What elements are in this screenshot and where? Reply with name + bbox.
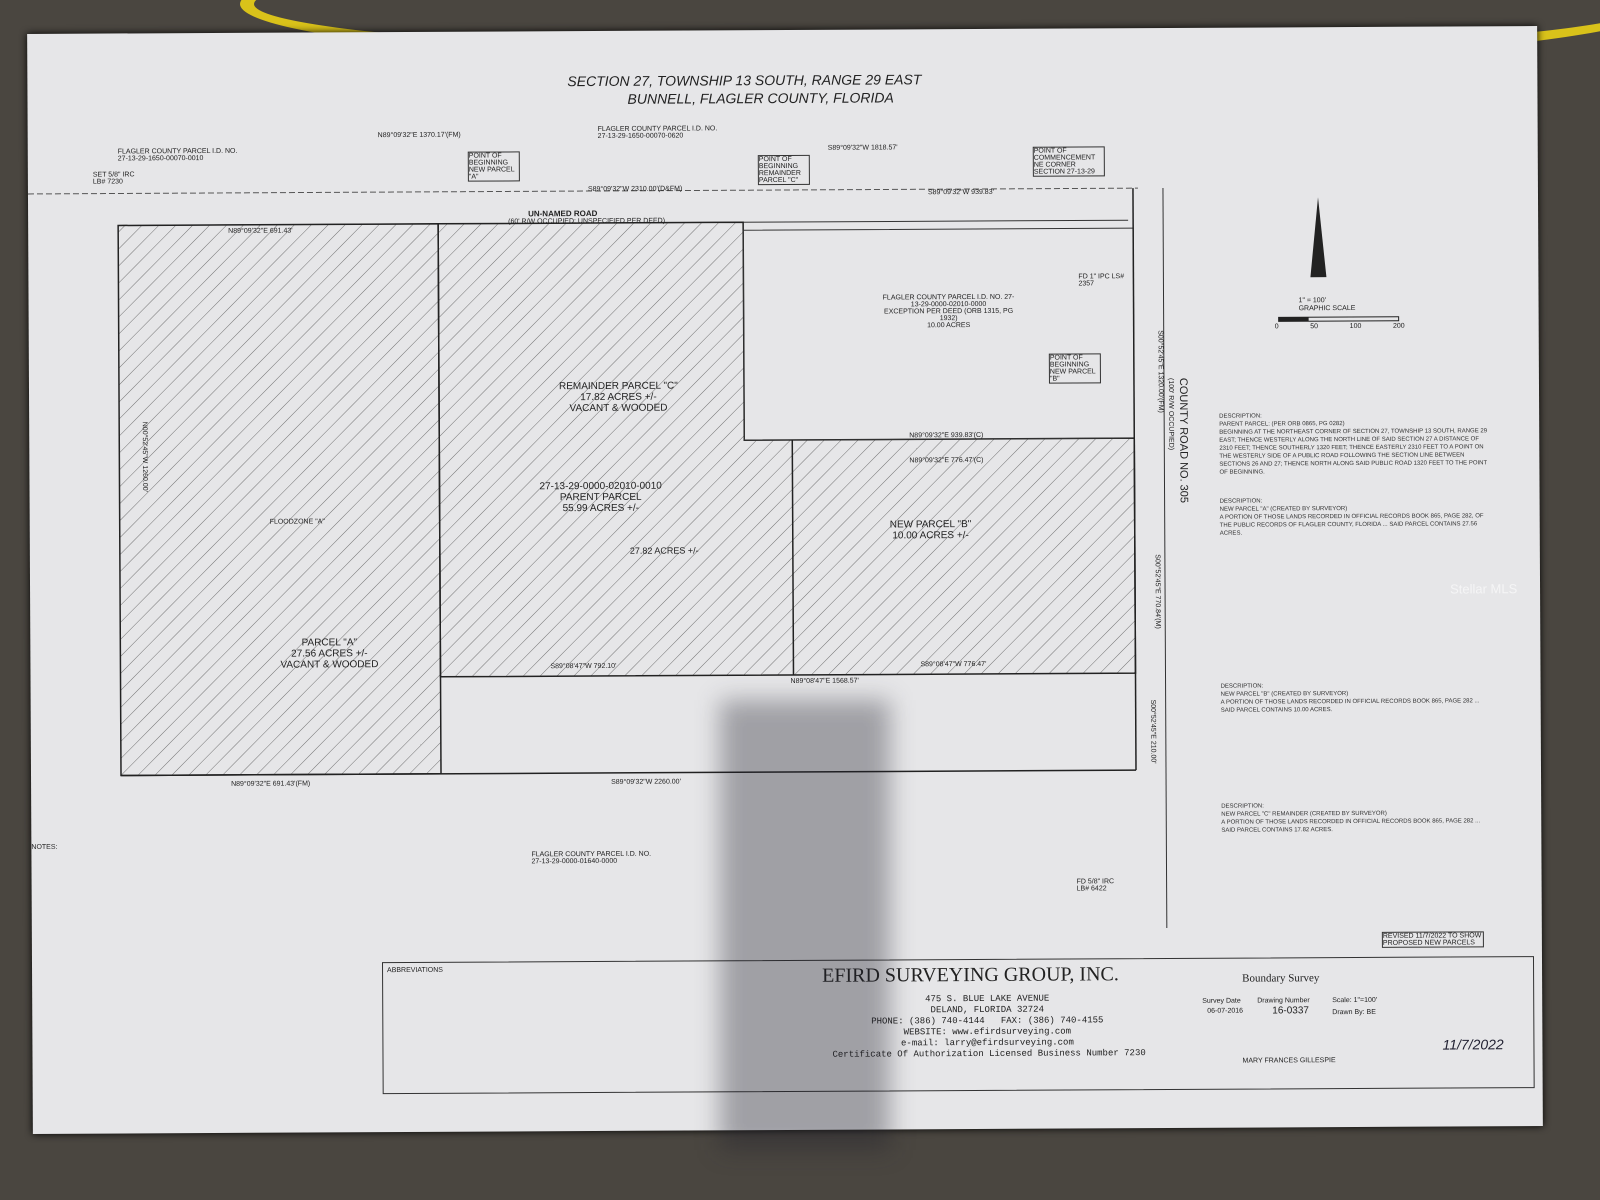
parcel-a [117, 223, 442, 777]
date-label: Survey Date [1202, 997, 1241, 1005]
north-arrow-icon [1310, 197, 1327, 278]
parent-remainder [437, 221, 1137, 678]
signature: 11/7/2022 [1442, 1036, 1504, 1053]
exception-label: FLAGLER COUNTY PARCEL I.D. NO. 27-13-29-… [882, 293, 1015, 330]
bearing: N89°08'47"E 1568.57' [790, 677, 859, 685]
description-parcel-c: DESCRIPTION:NEW PARCEL "C" REMAINDER (CR… [1221, 803, 1481, 834]
pob-a: POINT OF BEGINNING NEW PARCEL "A" [467, 151, 520, 182]
parcel-b-label: NEW PARCEL "B"10.00 ACRES +/- [889, 519, 972, 542]
bearing: S89°09'32"W 1818.57' [827, 144, 898, 152]
county-road-label: COUNTY ROAD NO. 305 [1176, 377, 1190, 504]
bearing: S89°09'32"W 2310.00'(D&FM) [587, 185, 683, 194]
description-parcel-a: DESCRIPTION:NEW PARCEL "A" (CREATED BY S… [1219, 498, 1484, 537]
parcel-a-label: PARCEL "A"27.56 ACRES +/-VACANT & WOODED [280, 637, 379, 671]
pob-b: POINT OF BEGINNING NEW PARCEL "B" [1048, 353, 1101, 384]
county-road-sub: (100' R/W OCCUPIED) [1166, 377, 1175, 451]
monument: SET 5/8" IRC LB# 7230 [92, 171, 135, 186]
drawn-label: Drawn By: [1332, 1008, 1365, 1017]
bearing: S89°08'47"W 792.10' [550, 662, 617, 671]
bearing: N89°09'32"E 691.43'(FM) [231, 780, 311, 788]
bearing: S89°08'47"W 776.47' [920, 660, 987, 669]
survey-sheet: SECTION 27, TOWNSHIP 13 SOUTH, RANGE 29 … [27, 26, 1543, 1134]
section-line [27, 187, 1138, 195]
bearing: S00°52'45"E 770.84'(M) [1153, 554, 1162, 629]
revision-note: REVISED 11/7/2022 TO SHOW PROPOSED NEW P… [1381, 931, 1484, 948]
bearing: N00°52'45"W 1260.00' [140, 421, 149, 492]
client-name: MARY FRANCES GILLESPIE [1242, 1057, 1336, 1065]
drawn-by: BE [1366, 1008, 1376, 1016]
notes-heading: NOTES: [31, 843, 58, 851]
drawn-field: Drawn By: BE [1332, 1009, 1376, 1016]
flagler-bottom: FLAGLER COUNTY PARCEL I.D. NO. 27-13-29-… [531, 850, 652, 866]
drawing-number: 16-0337 [1272, 1005, 1309, 1017]
description-parcel-b: DESCRIPTION:NEW PARCEL "B" (CREATED BY S… [1220, 683, 1480, 714]
pob-c: POINT OF BEGINNING REMAINDER PARCEL "C" [757, 154, 810, 186]
survey-type: Boundary Survey [1242, 972, 1320, 985]
east-rw-line [1162, 188, 1168, 929]
drawing-label: Drawing Number [1257, 997, 1310, 1005]
exception-parcel [742, 227, 1135, 441]
parcel-c-label: REMAINDER PARCEL "C"17.82 ACRES +/-VACAN… [558, 380, 678, 415]
monument: FD 1" IPC LS# 2357 [1078, 273, 1125, 288]
flagler-left: FLAGLER COUNTY PARCEL I.D. NO. 27-13-29-… [117, 147, 238, 163]
scale-value: 1"=100' [1353, 996, 1378, 1005]
bearing: S00°52'45"E 1320.00'(FM) [1156, 330, 1164, 413]
poc: POINT OF COMMENCEMENT NE CORNER SECTION … [1032, 146, 1105, 177]
floodzone-label: FLOODZONE "A" [269, 518, 325, 526]
acres-label: 27.82 ACRES +/- [629, 545, 699, 556]
flagler-top: FLAGLER COUNTY PARCEL I.D. NO. 27-13-29-… [597, 125, 718, 140]
bearing: N89°09'32"E 776.47'(C) [909, 456, 984, 465]
bearing: S89°09'32"W 939.83' [927, 188, 994, 197]
monument: FD 5/8" IRC LB# 6422 [1076, 878, 1115, 893]
road-sub: (60' R/W OCCUPIED; UNSPECIFIED PER DEED) [508, 217, 666, 226]
south-boundary-line [121, 769, 1137, 777]
bearing: S89°09'32"W 2260.00' [611, 778, 681, 786]
survey-date: 06-07-2016 [1207, 1007, 1244, 1015]
scale-field: Scale: 1"=100' [1332, 997, 1377, 1004]
photo-shadow [720, 700, 890, 1150]
description-parent: DESCRIPTION:PARENT PARCEL: (PER ORB 0865… [1219, 413, 1488, 476]
bearing: S00°52'45"E 210.00' [1149, 699, 1157, 764]
east-boundary-line [1132, 188, 1137, 771]
watermark: Stellar MLS [1450, 581, 1518, 597]
bearing: N89°09'32"E 691.43' [228, 227, 293, 235]
bearing: N89°09'32"E 1370.17'(FM) [377, 131, 461, 140]
bearing: N89°09'32"E 939.83'(C) [909, 431, 984, 440]
scale-text: 1" = 100' [1298, 297, 1326, 305]
scale-label: Scale: [1332, 997, 1352, 1005]
parcel-b-line [791, 439, 795, 675]
graphic-scale [1278, 316, 1400, 322]
plat-drawing [27, 187, 1400, 929]
graphic-scale-label: GRAPHIC SCALE [1298, 305, 1356, 313]
road-label: UN-NAMED ROAD [528, 208, 598, 219]
